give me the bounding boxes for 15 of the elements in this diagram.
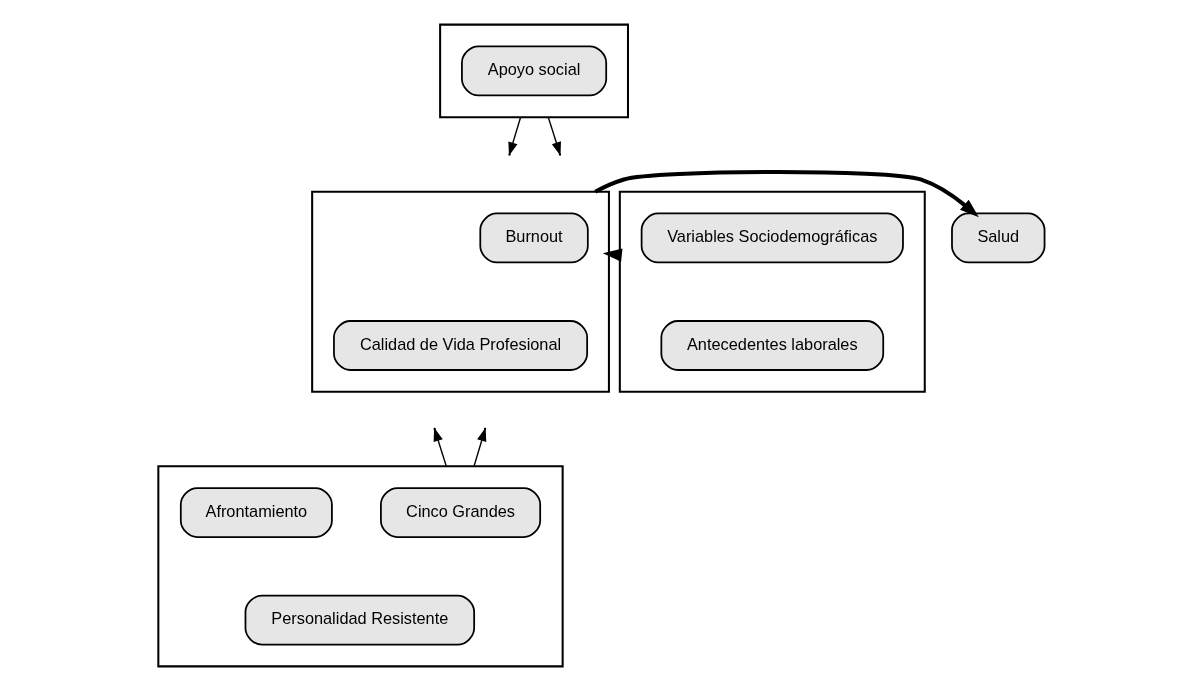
node-box: Personalidad Resistente (244, 594, 476, 646)
node-box: Apoyo social (461, 45, 608, 97)
node-box: Afrontamiento (179, 487, 333, 538)
cluster (618, 190, 926, 393)
node-box: Variables Sociodemográficas (640, 212, 904, 264)
node-box: Cinco Grandes (380, 487, 542, 538)
cluster (311, 190, 610, 393)
node-box: Salud (951, 212, 1046, 264)
node-box: Burnout (479, 212, 589, 264)
cluster (157, 465, 564, 668)
node-box: Antecedentes laborales (660, 320, 885, 371)
node-box: Calidad de Vida Profesional (333, 320, 589, 371)
arrow (594, 169, 979, 218)
arrow (508, 116, 522, 156)
cluster (439, 23, 629, 119)
